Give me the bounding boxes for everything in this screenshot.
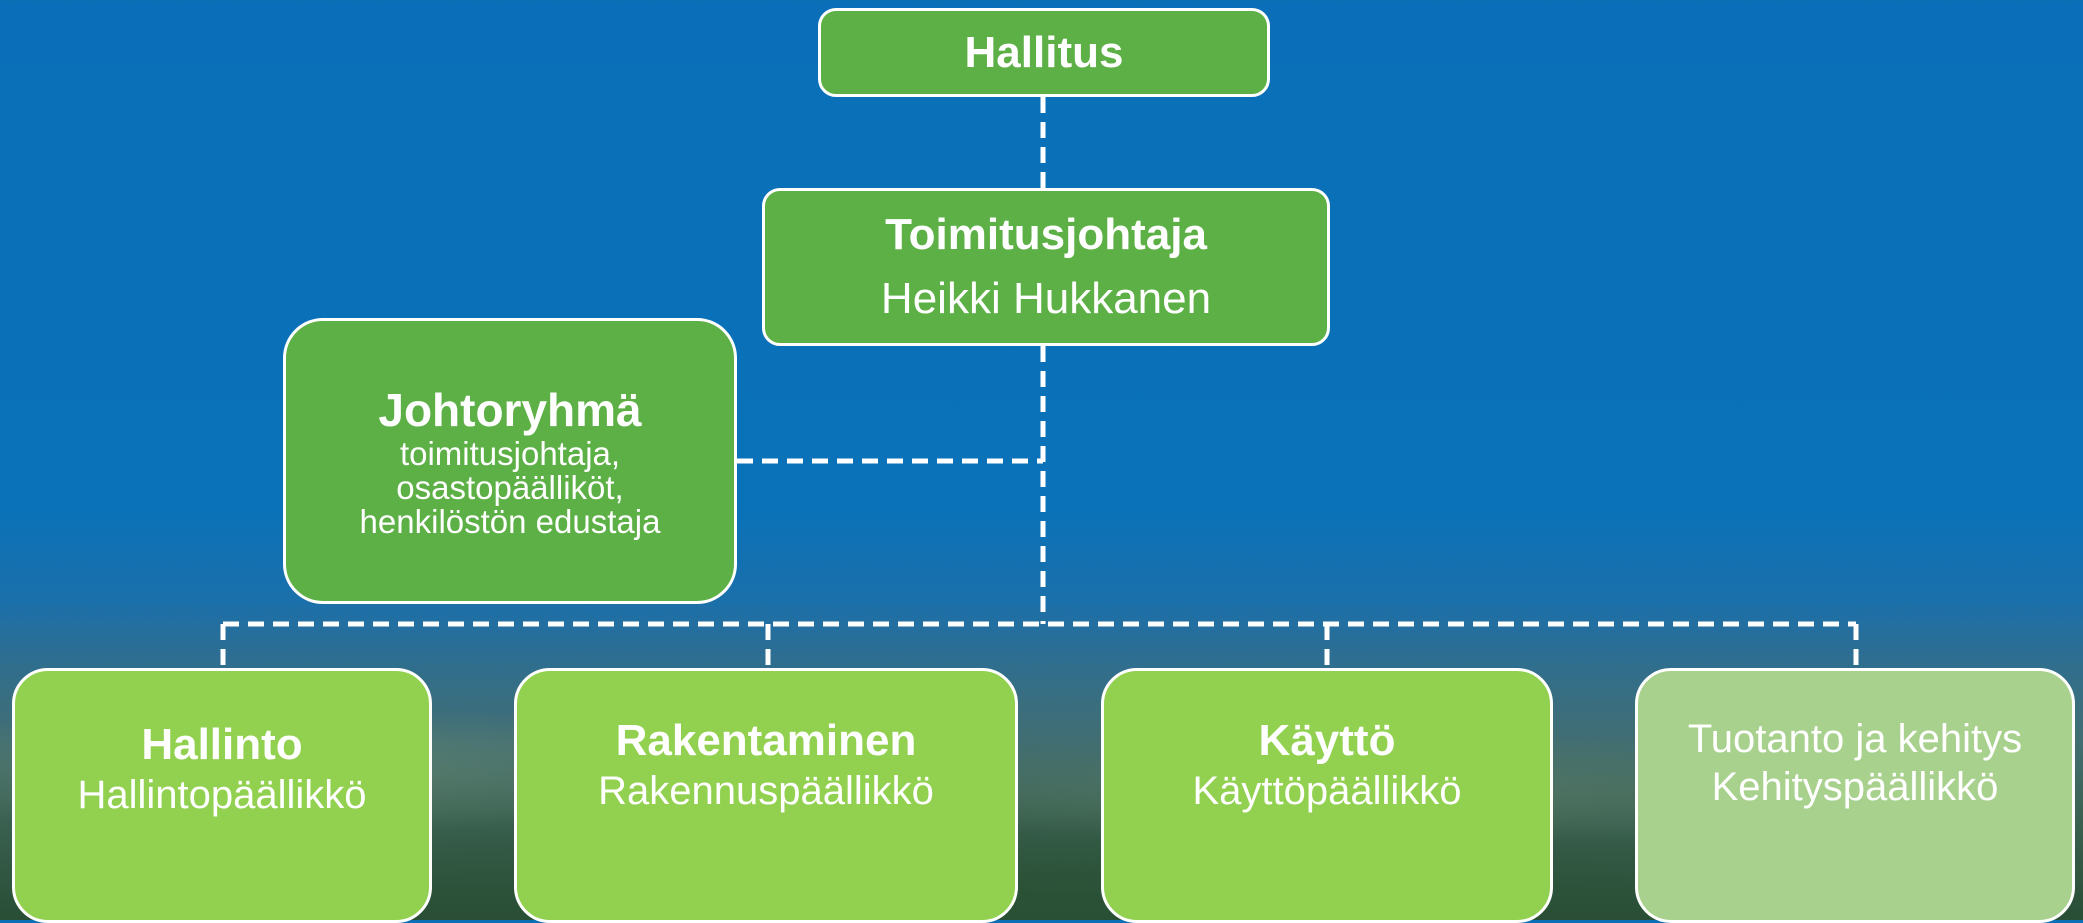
node-tuotanto-role: Kehityspäällikkö [1711, 765, 1999, 809]
node-kaytto: Käyttö Käyttöpäällikkö [1101, 668, 1553, 923]
node-toimitusjohtaja-name: Heikki Hukkanen [880, 274, 1212, 323]
node-hallinto-role: Hallintopäällikkö [77, 773, 367, 817]
node-rakentaminen-role: Rakennuspäällikkö [598, 769, 934, 813]
node-toimitusjohtaja: Toimitusjohtaja Heikki Hukkanen [762, 188, 1330, 346]
node-johtoryhma-title: Johtoryhmä [378, 384, 642, 436]
node-rakentaminen: Rakentaminen Rakennuspäällikkö [514, 668, 1018, 923]
node-hallinto-title: Hallinto [141, 720, 303, 769]
node-tuotanto-ja-kehitys: Tuotanto ja kehitys Kehityspäällikkö [1635, 668, 2075, 923]
node-rakentaminen-title: Rakentaminen [615, 716, 917, 765]
node-kaytto-title: Käyttö [1258, 716, 1396, 765]
node-toimitusjohtaja-title: Toimitusjohtaja [885, 210, 1207, 259]
node-tuotanto-title: Tuotanto ja kehitys [1687, 717, 2023, 761]
node-hallitus-title: Hallitus [964, 27, 1124, 77]
node-kaytto-role: Käyttöpäällikkö [1192, 769, 1462, 813]
node-johtoryhma-line: osastopäälliköt, [396, 469, 624, 506]
node-hallitus: Hallitus [818, 8, 1270, 97]
node-hallinto: Hallinto Hallintopäällikkö [12, 668, 432, 923]
node-johtoryhma-line: toimitusjohtaja, [399, 435, 621, 472]
node-johtoryhma: Johtoryhmä toimitusjohtaja, osastopäälli… [283, 318, 737, 604]
node-johtoryhma-line: henkilöstön edustaja [359, 503, 661, 540]
